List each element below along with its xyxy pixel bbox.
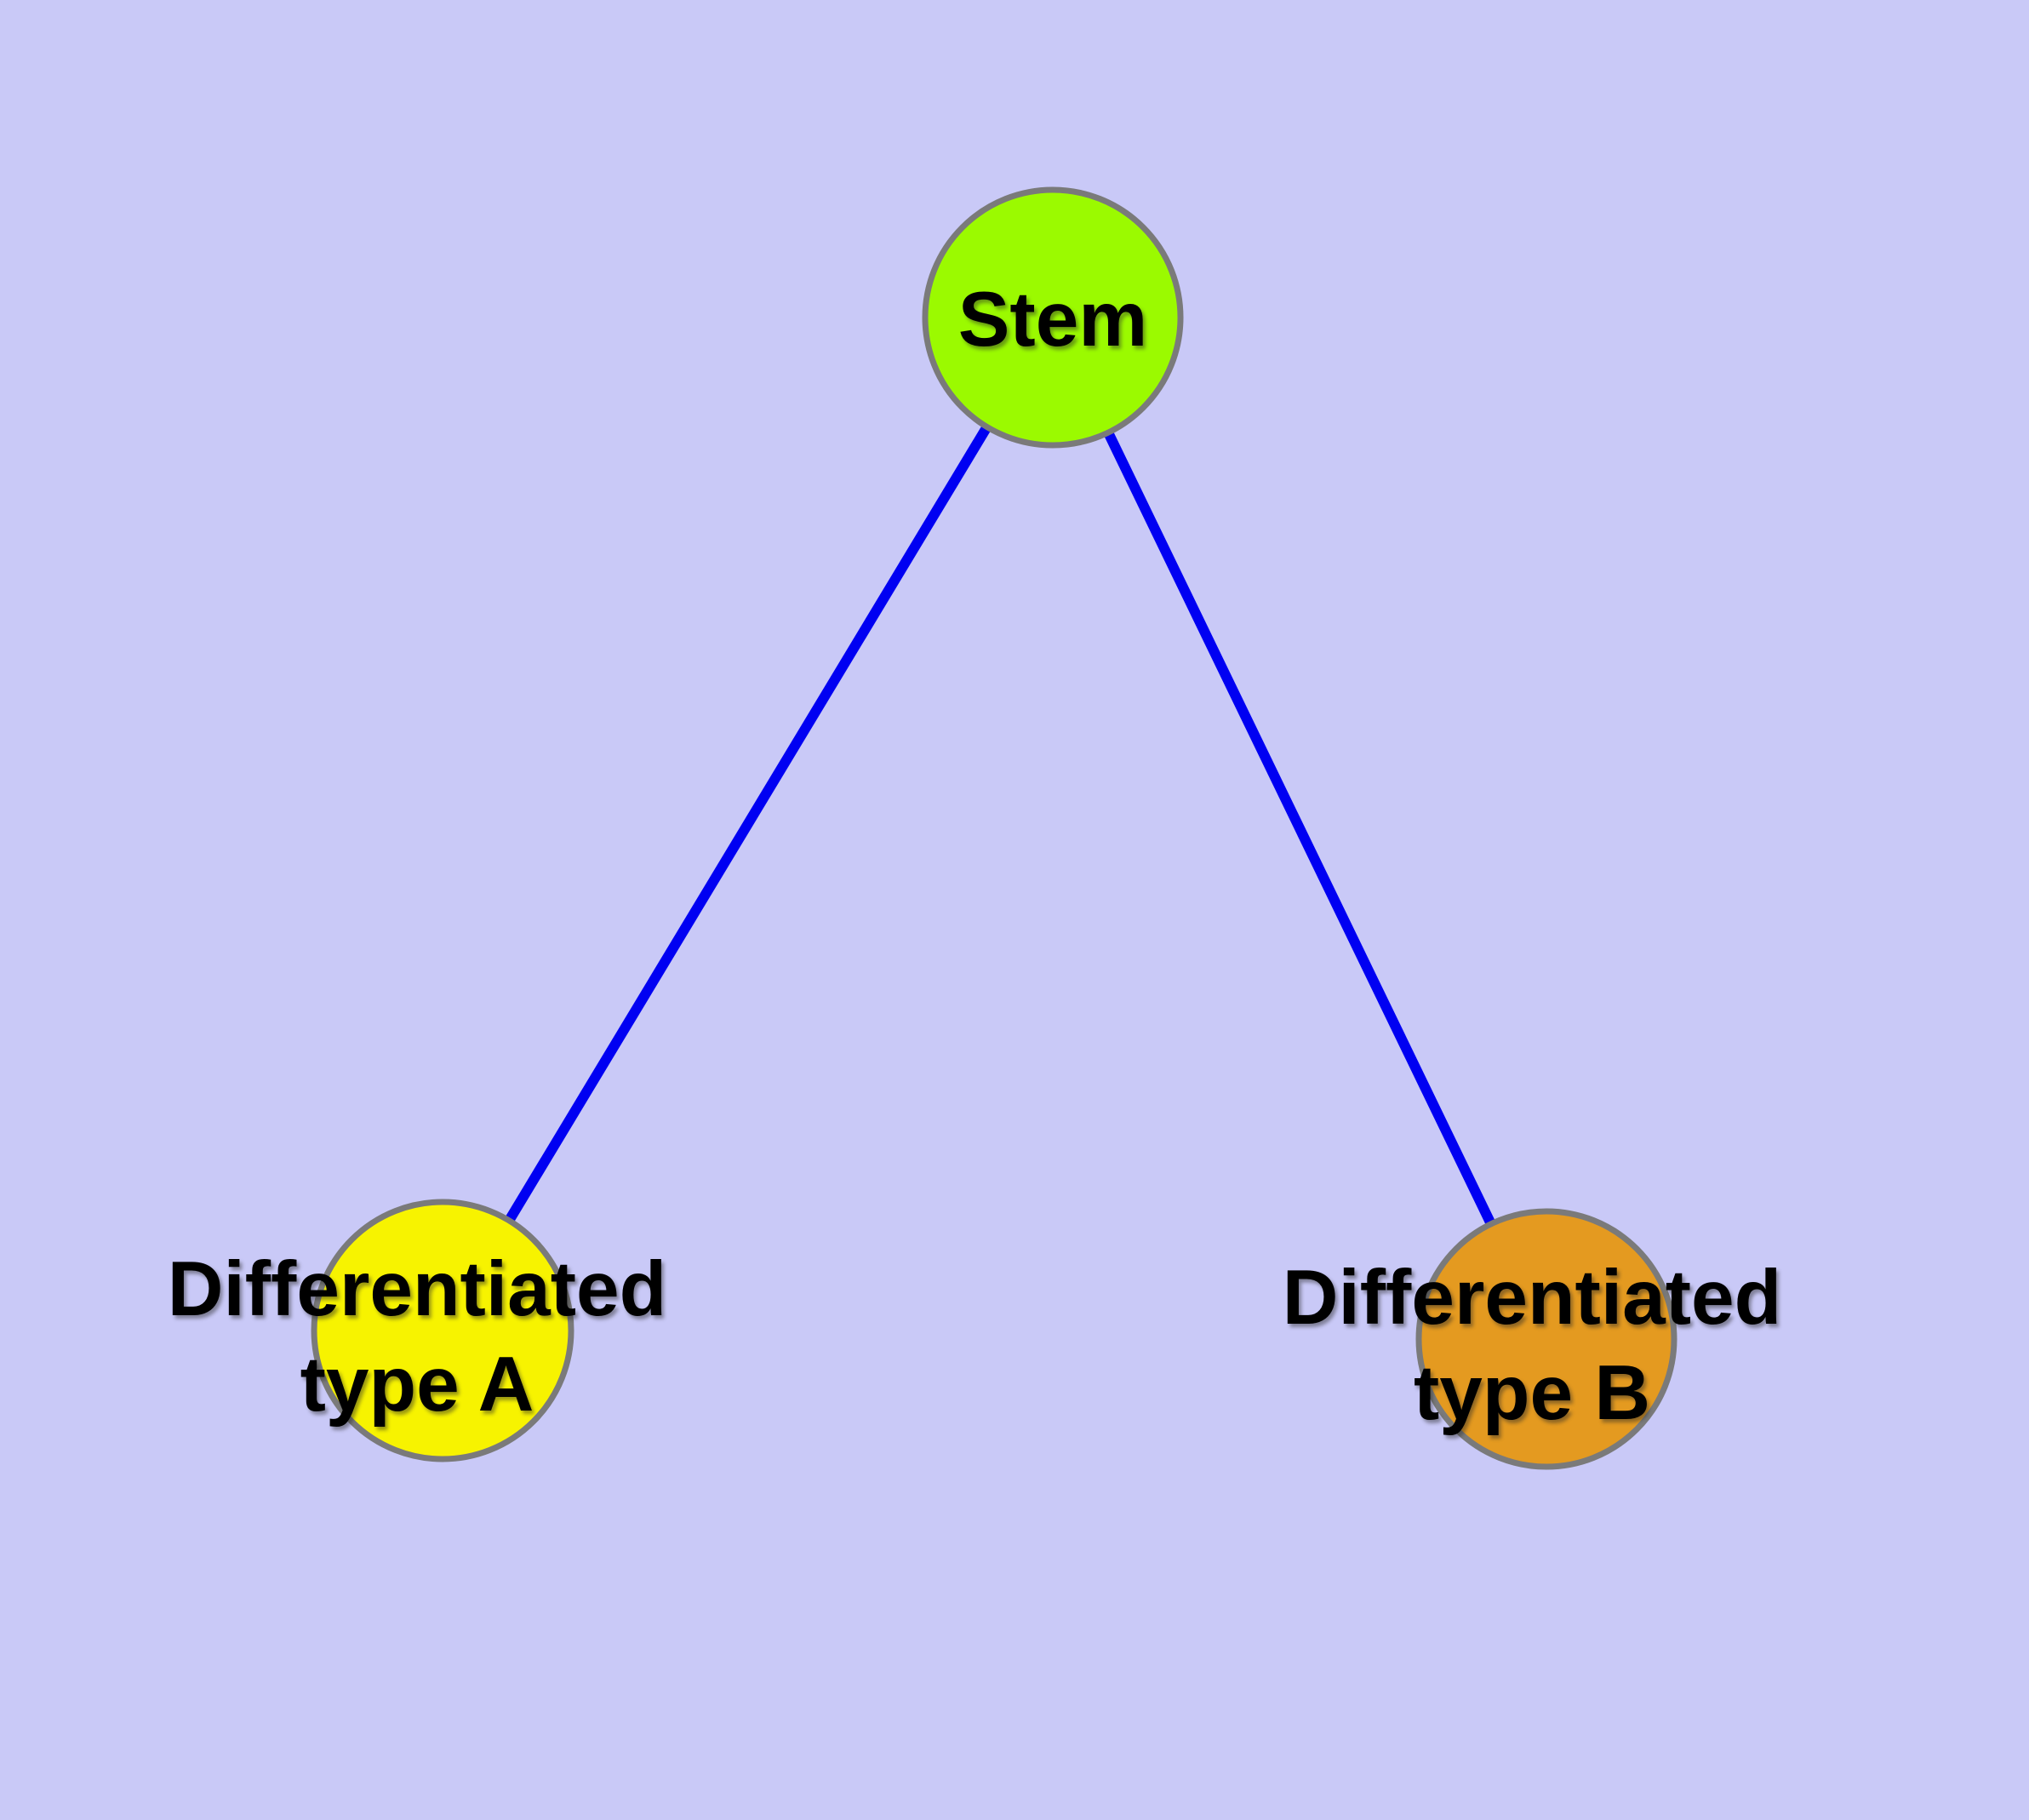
edge-stem-to-type-a <box>504 423 992 1224</box>
node-stem-label: Stem <box>958 277 1148 363</box>
node-stem-circle <box>922 186 1184 449</box>
node-type-a-label-line1: Differentiated <box>168 1246 667 1332</box>
node-type-b-label-line1: Differentiated <box>1283 1255 1782 1341</box>
node-differentiated-type-b-circle <box>1415 1208 1677 1470</box>
node-differentiated-type-a-circle <box>311 1199 574 1462</box>
node-type-b-label-line2: type B <box>1414 1350 1650 1436</box>
node-type-a-label-line2: type A <box>300 1342 534 1428</box>
edge-stem-to-type-b <box>1103 430 1496 1227</box>
